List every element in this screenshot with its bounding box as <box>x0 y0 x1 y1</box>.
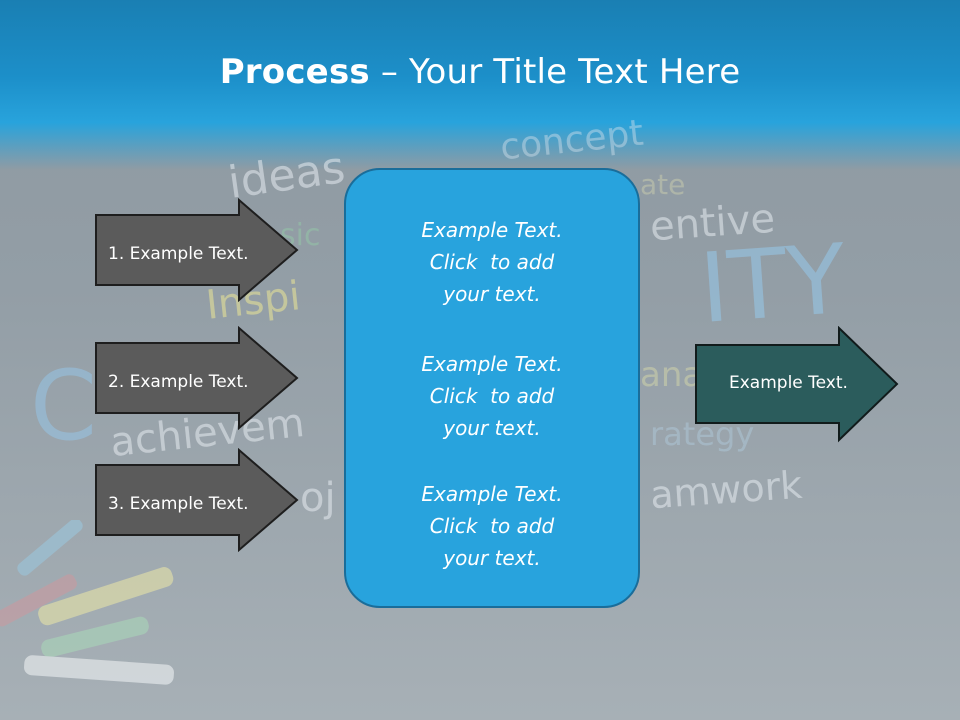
title-bold: Process <box>219 52 370 92</box>
center-item-3-line1: Example Text. <box>421 482 563 506</box>
center-item-1: Example Text. Click to add your text. <box>346 214 638 310</box>
bg-word-oj: oj <box>300 475 336 521</box>
bg-word-amwork: amwork <box>648 462 804 518</box>
right-arrow[interactable] <box>694 326 900 444</box>
center-text-box[interactable]: Example Text. Click to add your text. Ex… <box>344 168 640 608</box>
left-arrow-3[interactable] <box>94 448 300 552</box>
left-arrow-3-label: 3. Example Text. <box>108 494 249 514</box>
center-item-2-line3: your text. <box>443 416 541 440</box>
center-item-3: Example Text. Click to add your text. <box>346 478 638 574</box>
left-arrow-2-label: 2. Example Text. <box>108 372 249 392</box>
slide-title[interactable]: Process – Your Title Text Here <box>0 52 960 92</box>
center-item-2: Example Text. Click to add your text. <box>346 348 638 444</box>
bg-word-ana: ana <box>640 355 704 395</box>
header-band <box>0 0 960 170</box>
center-item-2-line1: Example Text. <box>421 352 563 376</box>
center-item-1-line1: Example Text. <box>421 218 563 242</box>
left-arrow-1-label: 1. Example Text. <box>108 244 249 264</box>
left-arrow-1[interactable] <box>94 198 300 302</box>
right-arrow-label: Example Text. <box>729 373 848 393</box>
center-item-1-line3: your text. <box>443 282 541 306</box>
center-item-3-line3: your text. <box>443 546 541 570</box>
left-arrow-2[interactable] <box>94 326 300 430</box>
title-rest: – Your Title Text Here <box>369 52 741 92</box>
center-item-1-line2: Click to add <box>429 250 555 274</box>
chalk-sticks-image <box>0 520 174 685</box>
center-item-3-line2: Click to add <box>429 514 555 538</box>
bg-word-c: C <box>30 350 98 462</box>
center-item-2-line2: Click to add <box>429 384 555 408</box>
bg-word-ate: ate <box>640 168 686 201</box>
